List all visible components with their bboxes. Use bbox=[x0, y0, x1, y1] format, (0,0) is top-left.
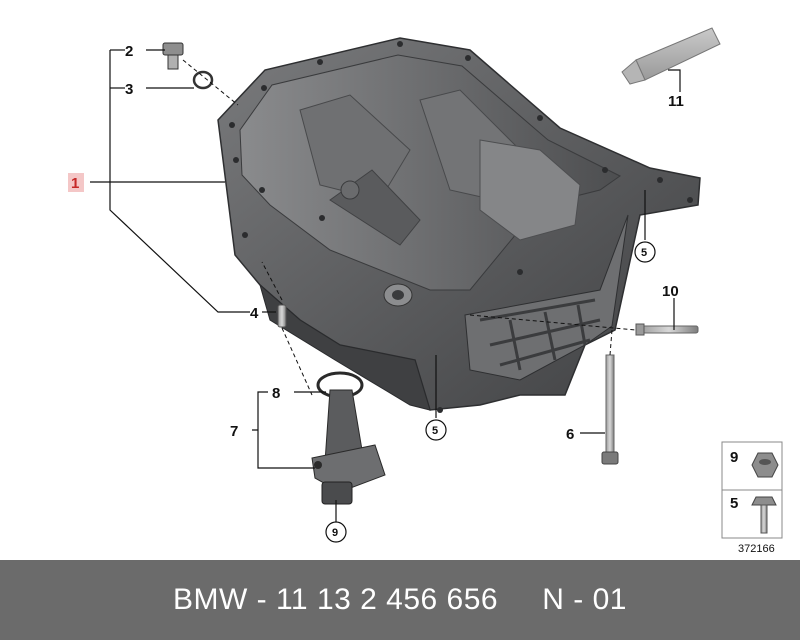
svg-text:9: 9 bbox=[730, 449, 738, 466]
drain-axis-line bbox=[182, 59, 239, 106]
legend-box-nut: 9 bbox=[721, 441, 783, 491]
screw-10 bbox=[635, 323, 699, 336]
bolt-6 bbox=[601, 354, 619, 465]
callout-10: 10 bbox=[662, 283, 679, 300]
svg-text:5: 5 bbox=[432, 425, 438, 437]
legend-box-bolt: 5 bbox=[721, 489, 783, 539]
leader-lines bbox=[90, 49, 681, 522]
svg-text:5: 5 bbox=[641, 247, 647, 259]
svg-text:9: 9 bbox=[332, 527, 338, 539]
callout-6: 6 bbox=[566, 426, 574, 443]
part-number: BMW - 11 13 2 456 656 bbox=[172, 583, 499, 616]
footer-spacer bbox=[498, 583, 542, 617]
callout-1: 1 bbox=[71, 175, 79, 192]
revision-code: N - 01 bbox=[542, 583, 627, 616]
callout-8: 8 bbox=[272, 385, 280, 402]
dowel-pin bbox=[277, 304, 287, 328]
sealing-washer bbox=[192, 70, 214, 90]
oil-level-sensor bbox=[311, 371, 386, 505]
oil-pan bbox=[217, 37, 701, 413]
sealant-tube bbox=[621, 27, 721, 85]
callout-3: 3 bbox=[125, 81, 133, 98]
flange-bolt-icon bbox=[751, 496, 777, 506]
circled-callout-9: 9 bbox=[325, 521, 347, 543]
circled-callout-5-lower: 5 bbox=[425, 419, 447, 441]
svg-text:5: 5 bbox=[730, 495, 738, 512]
callout-7: 7 bbox=[230, 423, 238, 440]
callout-1-highlight bbox=[68, 173, 84, 192]
drain-plug bbox=[162, 42, 184, 70]
dowel-axis-line bbox=[261, 261, 313, 396]
reference-number: 372166 bbox=[738, 543, 775, 555]
callout-11: 11 bbox=[668, 93, 684, 110]
callout-4: 4 bbox=[250, 305, 259, 322]
part-number-footer: BMW - 11 13 2 456 656 N - 01 bbox=[0, 560, 800, 640]
exploded-parts-diagram: 1 2 3 4 6 7 8 10 11 5 5 9 9 5 372166 bbox=[68, 27, 783, 555]
bolt-6-axis-line bbox=[609, 329, 613, 356]
callout-2: 2 bbox=[125, 43, 133, 60]
circled-callout-5-upper: 5 bbox=[634, 241, 656, 263]
